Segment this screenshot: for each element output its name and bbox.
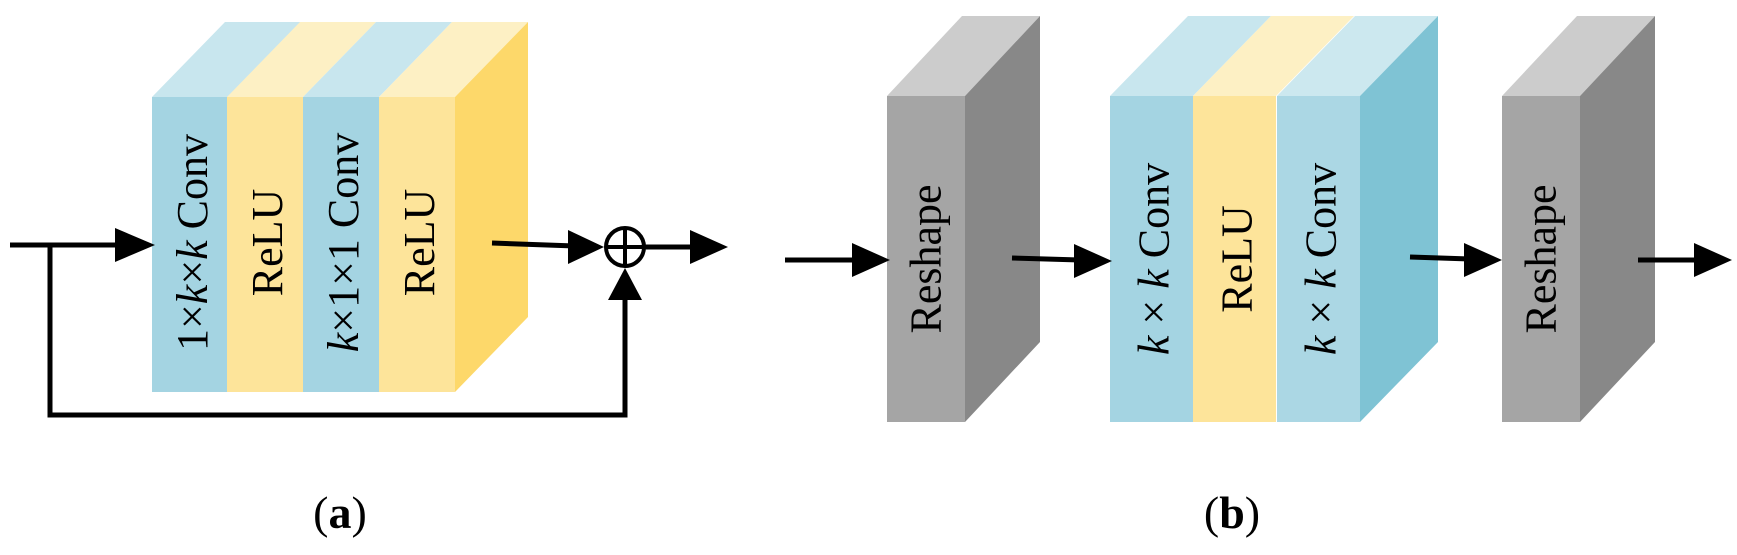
layer-3-label: k×1×1 Conv [319, 133, 368, 353]
caption-b: (b) [1204, 487, 1260, 538]
reshape-block-2 [1502, 16, 1655, 422]
conv-to-reshape-arrow [1409, 243, 1502, 277]
sum-node-icon [604, 226, 646, 268]
reshape-block-2-label: Reshape [1517, 184, 1566, 333]
reshape-block-1 [887, 16, 1040, 422]
panel-a-layer-stack: 1×k×k Conv ReLU k×1×1 Conv ReLU [152, 22, 528, 392]
input-arrow [10, 228, 155, 262]
b-layer-2-relu [1193, 16, 1354, 422]
b-layer-2-label: ReLU [1212, 205, 1261, 313]
layer-4-relu [379, 22, 528, 392]
panel-b-layer-stack: Reshape k × k Conv ReLU k × k Conv Reshape [887, 16, 1655, 422]
b-layer-3-conv [1277, 16, 1438, 422]
caption-a: (a) [313, 487, 367, 538]
layer-2-label: ReLU [243, 189, 292, 297]
b-layer-3-label: k × k Conv [1296, 163, 1345, 355]
panel-b: Reshape k × k Conv ReLU k × k Conv Reshape (… [785, 16, 1732, 538]
output-arrow [644, 230, 728, 264]
output-arrow-b [1638, 243, 1732, 277]
reshape-to-conv-arrow [1011, 244, 1112, 278]
panel-a: 1×k×k Conv ReLU k×1×1 Conv ReLU (a) [10, 22, 728, 538]
reshape-block-1-label: Reshape [902, 184, 951, 333]
layer-3-conv [303, 22, 452, 392]
layer-4-label: ReLU [395, 189, 444, 297]
b-layer-1-conv [1110, 16, 1271, 422]
layer-1-label: 1×k×k Conv [168, 134, 217, 351]
stack-to-sum-arrow [491, 230, 604, 264]
skip-connection [47, 245, 642, 418]
input-arrow-b [785, 243, 890, 277]
layer-1-conv [152, 22, 301, 392]
b-layer-1-label: k × k Conv [1129, 163, 1178, 355]
layer-2-relu [227, 22, 376, 392]
